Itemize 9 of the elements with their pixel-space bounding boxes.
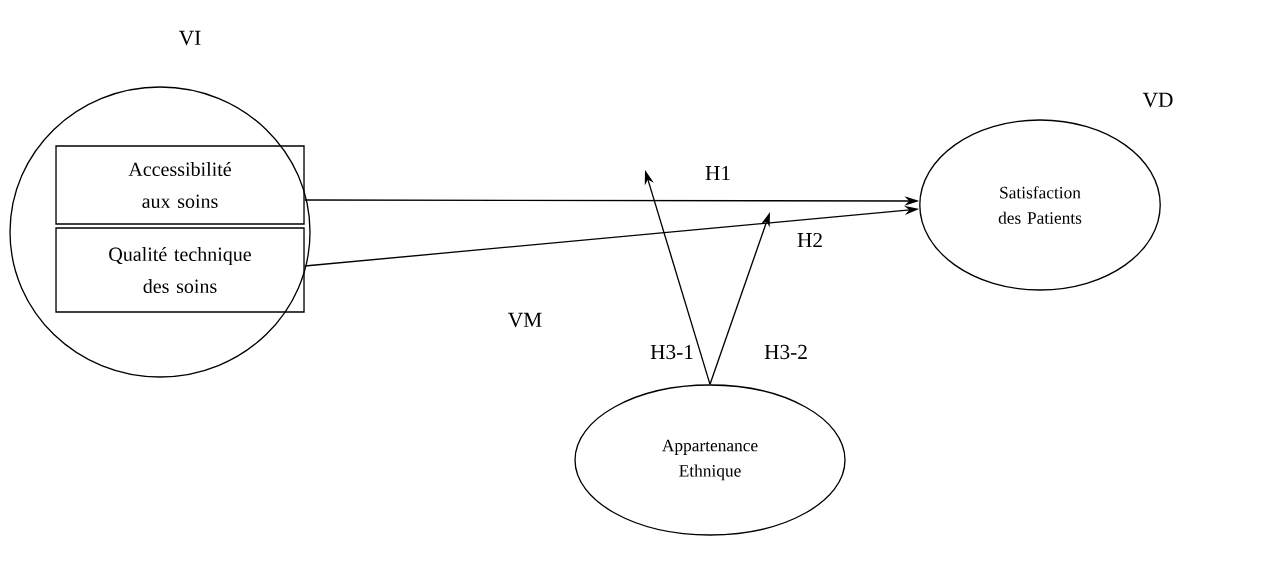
edge-label: H1: [703, 164, 733, 182]
edge-label: H2: [795, 231, 825, 249]
variable-heading: VI: [179, 30, 201, 46]
edge-label: H3-1: [648, 343, 696, 361]
edge-label: H3-2: [762, 343, 810, 361]
variable-heading: VD: [1142, 92, 1173, 108]
concept-box: Accessibilité aux soins: [55, 145, 305, 225]
variable-heading: VM: [508, 312, 542, 328]
concept-box: Qualité technique des soins: [55, 227, 305, 313]
